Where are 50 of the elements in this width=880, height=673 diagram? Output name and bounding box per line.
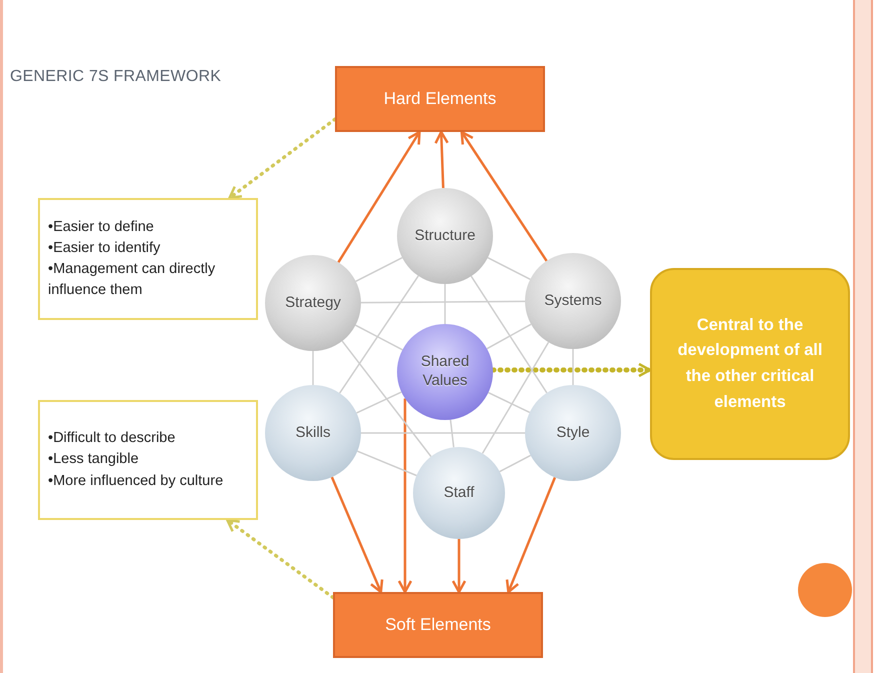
connector-line <box>361 432 525 434</box>
connector-line <box>499 454 531 472</box>
connector-line <box>355 324 403 350</box>
node-label: Central to the development of all the other critical elements <box>676 314 824 413</box>
node-label: Structure <box>414 226 476 246</box>
connector-line <box>470 276 548 394</box>
arrow <box>490 362 652 378</box>
connector-line <box>356 391 402 414</box>
bullet-text: •Management can directly influence them <box>48 260 216 300</box>
node-label: Hard Elements <box>384 89 496 109</box>
connector-line <box>355 257 403 282</box>
callout-box <box>650 268 850 460</box>
category-box <box>333 592 543 658</box>
bullet-text: •Easier to identify <box>48 238 162 258</box>
arrow <box>434 130 449 188</box>
node-label: Style <box>556 424 590 442</box>
bullet-text: •Less tangible <box>48 450 140 470</box>
connector-line <box>482 342 550 454</box>
arrow <box>398 398 412 594</box>
node-label: Staff <box>444 484 474 502</box>
connector-line <box>572 349 574 385</box>
connector-line <box>361 300 525 304</box>
note-box <box>38 198 258 320</box>
connector-line <box>357 450 417 476</box>
node-label: Strategy <box>285 294 341 312</box>
arrow <box>337 130 421 263</box>
arrow <box>452 539 466 594</box>
arrow <box>226 518 335 600</box>
category-box <box>335 66 545 132</box>
arrow <box>228 117 337 200</box>
node-label: Soft Elements <box>385 615 491 635</box>
node-label: Skills <box>295 424 330 442</box>
arrow <box>460 130 548 262</box>
connector-line <box>342 340 432 457</box>
connector-line <box>444 284 446 324</box>
connector-line <box>339 275 419 394</box>
bullet-text: •Difficult to describe <box>48 429 176 448</box>
bullet-text: •More influenced by culture <box>48 472 224 490</box>
node-label: Shared Values <box>420 353 470 391</box>
node-label: Systems <box>544 292 602 310</box>
note-box <box>38 400 258 520</box>
connector-line <box>488 392 530 414</box>
connector-line <box>450 420 454 448</box>
connector-line <box>487 257 531 280</box>
arrow <box>330 476 384 594</box>
connector-line <box>486 324 532 350</box>
arrow <box>506 477 556 594</box>
connector-line <box>312 351 314 385</box>
title: GENERIC 7S FRAMEWORK <box>10 68 222 86</box>
bullet-text: •Easier to define <box>48 218 155 237</box>
